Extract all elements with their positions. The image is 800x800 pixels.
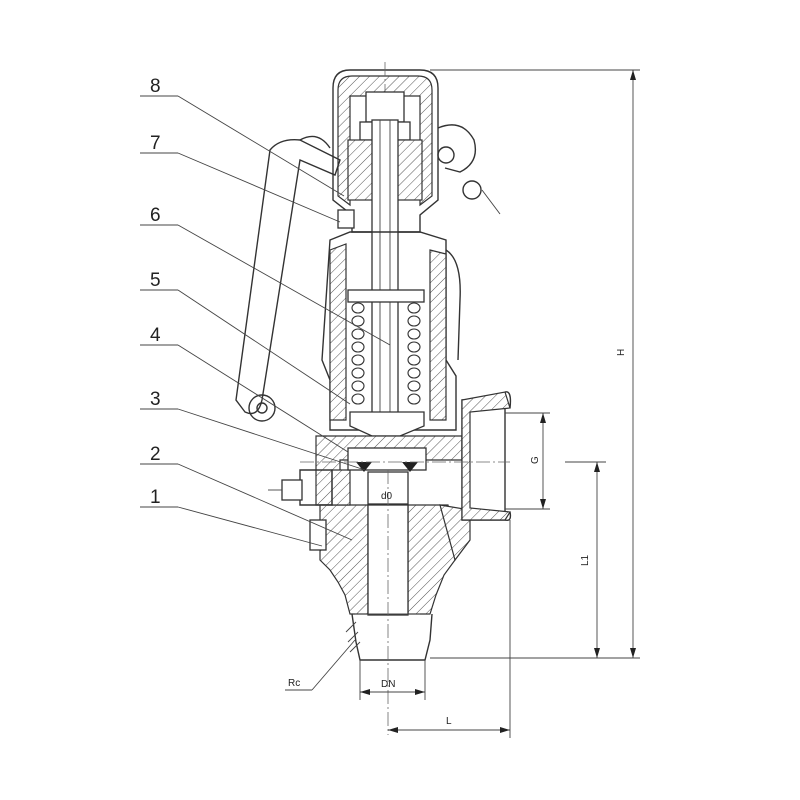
- inlet-bore: [345, 470, 433, 735]
- dimension-dn-label: DN: [381, 679, 395, 690]
- spring-coil-left: [351, 354, 365, 366]
- callout-5: 5: [150, 270, 161, 291]
- callout-8: 8: [150, 76, 161, 97]
- callout-6: 6: [150, 205, 161, 226]
- spring-coil-left: [351, 315, 365, 327]
- adjusting-screw: [337, 91, 423, 441]
- spring-coil-right: [407, 328, 421, 340]
- spring-coil-right: [407, 341, 421, 353]
- dimension-lines: [285, 69, 640, 738]
- spring-coil-right: [407, 354, 421, 366]
- callout-4: 4: [150, 325, 161, 346]
- seat-diameter-label: d0: [381, 491, 393, 502]
- spring-coil-right: [407, 380, 421, 392]
- spring-coil-left: [351, 341, 365, 353]
- spring-coil-left: [351, 380, 365, 392]
- spring-coil-left: [351, 367, 365, 379]
- dimension-l-label: L: [446, 716, 452, 727]
- dimension-h-label: H: [616, 349, 627, 356]
- callout-2: 2: [150, 444, 161, 465]
- bonnet-body: [321, 231, 461, 431]
- spring-coil-left: [351, 302, 365, 314]
- callout-3: 3: [150, 389, 161, 410]
- spring-coil-right: [407, 302, 421, 314]
- spring-coil-left: [351, 328, 365, 340]
- callout-1: 1: [150, 487, 161, 508]
- dimension-g-label: G: [530, 456, 541, 464]
- dimension-l1-label: L1: [580, 554, 591, 566]
- spring-coil-right: [407, 367, 421, 379]
- spring-coil-right: [407, 315, 421, 327]
- lifting-lever: [235, 124, 501, 422]
- spring: [347, 289, 425, 437]
- spring-coil-right: [407, 393, 421, 405]
- dimension-rc-label: Rc: [288, 678, 300, 689]
- leader-lines: [140, 95, 391, 547]
- spring-coil-left: [351, 393, 365, 405]
- callout-7: 7: [150, 133, 161, 154]
